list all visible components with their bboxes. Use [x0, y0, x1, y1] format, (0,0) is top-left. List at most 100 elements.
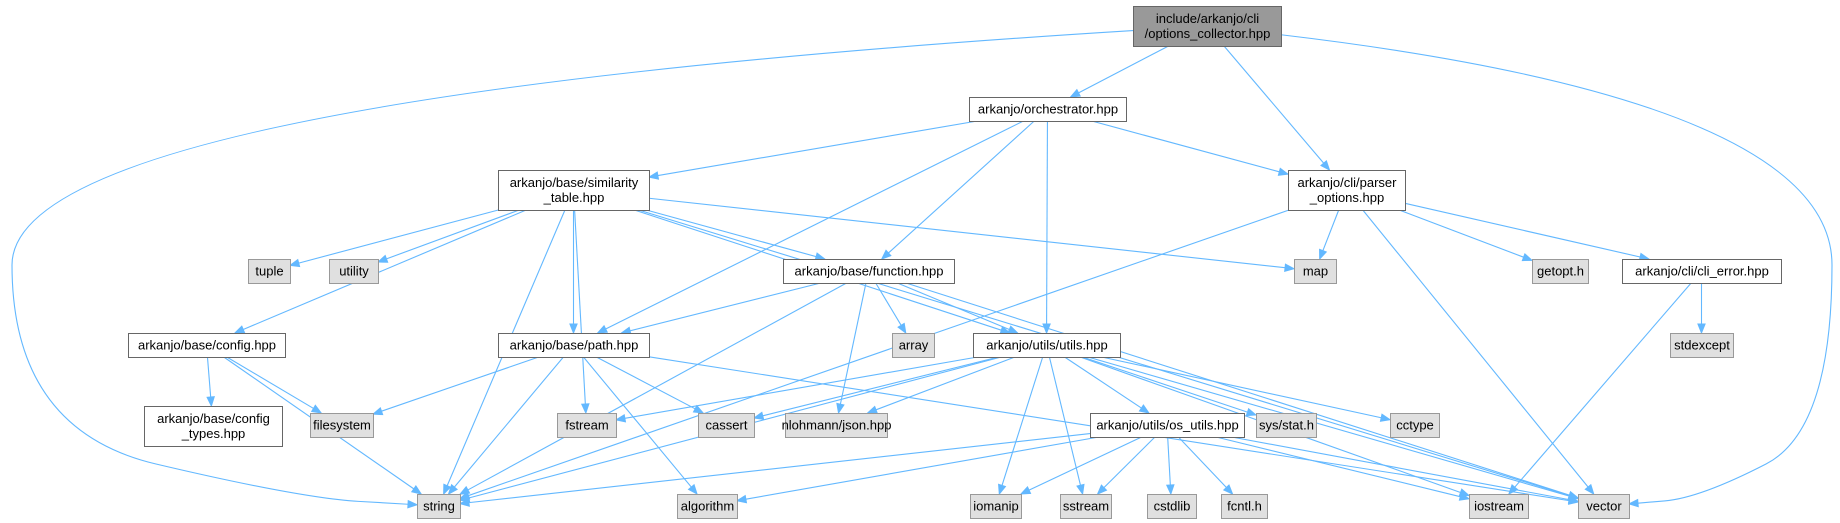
edge-path-to-cassert [596, 356, 705, 414]
node-box [1133, 6, 1282, 47]
edge-line [1514, 282, 1692, 488]
node-box [1221, 494, 1268, 519]
edge-line [1078, 45, 1169, 94]
edge-line [745, 436, 1099, 500]
node-label: iostream [1474, 499, 1524, 514]
edge-arrowhead [1245, 407, 1258, 417]
node-label: stdexcept [1674, 338, 1730, 353]
node-config-types[interactable]: arkanjo/base/config_types.hpp [144, 406, 283, 447]
edge-line [762, 356, 999, 417]
edge-os_utils-to-sstream [1096, 436, 1156, 495]
edge-line [839, 282, 867, 405]
node-label: arkanjo/base/path.hpp [510, 338, 639, 353]
edge-arrowhead [1584, 483, 1595, 496]
edge-arrowhead [897, 322, 907, 335]
edge-utils-to-json [866, 356, 1016, 414]
edge-path-to-string [447, 356, 564, 496]
node-label: vector [1586, 499, 1622, 514]
edge-cli_error-to-stdexcept [1697, 283, 1706, 335]
edge-function-to-array [875, 282, 907, 335]
node-cli-error[interactable]: arkanjo/cli/cli_error.hpp [1622, 259, 1782, 284]
edge-arrowhead [1007, 325, 1019, 334]
edge-arrowhead [1627, 498, 1639, 508]
node-config[interactable]: arkanjo/base/config.hpp [128, 333, 286, 358]
edge-orchestrator-to-path [596, 120, 1024, 334]
node-box [1147, 494, 1197, 519]
node-box [498, 333, 650, 358]
node-label: sys/stat.h [1259, 418, 1314, 433]
edge-line [298, 209, 499, 264]
node-box [248, 259, 291, 284]
node-algorithm: algorithm [677, 494, 738, 519]
node-path[interactable]: arkanjo/base/path.hpp [498, 333, 650, 358]
edge-arrowhead [410, 485, 423, 495]
node-vector: vector [1578, 494, 1630, 519]
node-label: arkanjo/base/config [157, 411, 270, 426]
edge-line [1001, 356, 1044, 486]
edge-root-to-parser_options [1223, 45, 1331, 172]
edge-arrowhead [1165, 484, 1175, 496]
edge-line [624, 356, 978, 419]
node-string: string [417, 494, 461, 519]
edge-line [875, 282, 902, 326]
node-fstream: fstream [557, 413, 617, 438]
edge-line [381, 356, 539, 412]
node-box [1670, 333, 1734, 358]
node-label: arkanjo/cli/cli_error.hpp [1635, 264, 1769, 279]
edge-arrowhead [371, 406, 384, 416]
edge-arrowhead [1567, 495, 1580, 504]
edge-path-to-algorithm [583, 356, 698, 496]
node-label: arkanjo/base/config.hpp [138, 338, 276, 353]
edge-line [583, 356, 692, 488]
edge-line [605, 120, 1024, 330]
node-box [698, 413, 755, 438]
node-parser-options[interactable]: arkanjo/cli/parser_options.hpp [1288, 170, 1406, 211]
edge-line [1103, 436, 1156, 489]
node-root[interactable]: include/arkanjo/cli/options_collector.hp… [1133, 6, 1282, 47]
node-label: arkanjo/base/similarity [510, 175, 639, 190]
edge-root-to-string [11, 30, 1134, 509]
edge-arrowhead [288, 258, 301, 268]
edge-arrowhead [443, 483, 452, 496]
node-filesystem: filesystem [310, 413, 374, 438]
node-orchestrator[interactable]: arkanjo/orchestrator.hpp [969, 97, 1127, 122]
edge-utils-to-sysstat [1082, 356, 1258, 417]
node-os-utils[interactable]: arkanjo/utils/os_utils.hpp [1090, 413, 1245, 438]
node-label: algorithm [681, 499, 734, 514]
edge-line [1082, 356, 1248, 413]
edge-utils-to-cctype [1101, 356, 1392, 422]
node-label: arkanjo/orchestrator.hpp [978, 102, 1118, 117]
edge-line [875, 356, 1016, 411]
edge-line [468, 433, 1091, 504]
edge-line [226, 356, 314, 409]
edge-arrowhead [206, 396, 215, 408]
node-label: sstream [1063, 499, 1109, 514]
edge-arrowhead [752, 411, 765, 420]
edge-arrowhead [735, 494, 748, 504]
edge-line [1178, 436, 1227, 488]
edge-line [574, 209, 586, 405]
node-label: include/arkanjo/cli [1156, 11, 1259, 26]
edge-line [905, 282, 1570, 496]
node-similarity-table[interactable]: arkanjo/base/similarity_table.hpp [498, 170, 650, 211]
edge-line [386, 209, 520, 260]
node-map: map [1294, 259, 1337, 284]
edge-arrowhead [1096, 484, 1108, 495]
edge-function-to-vector [905, 282, 1580, 500]
node-box [128, 333, 286, 358]
edge-line [11, 30, 1134, 505]
edge-line [646, 209, 817, 258]
edge-os_utils-to-cstdlib [1165, 436, 1175, 496]
node-box [144, 406, 283, 447]
node-box [785, 413, 888, 438]
edge-line [1362, 209, 1589, 488]
edge-arrowhead [1320, 159, 1331, 172]
node-label: arkanjo/utils/os_utils.hpp [1096, 418, 1238, 433]
edge-os_utils-to-iostream [1215, 436, 1471, 501]
node-utils[interactable]: arkanjo/utils/utils.hpp [973, 333, 1121, 358]
edge-config-to-config_types [206, 356, 215, 408]
edge-utils-to-iomanip [998, 356, 1044, 496]
edge-arrowhead [1222, 484, 1234, 495]
node-function[interactable]: arkanjo/base/function.hpp [783, 259, 955, 284]
